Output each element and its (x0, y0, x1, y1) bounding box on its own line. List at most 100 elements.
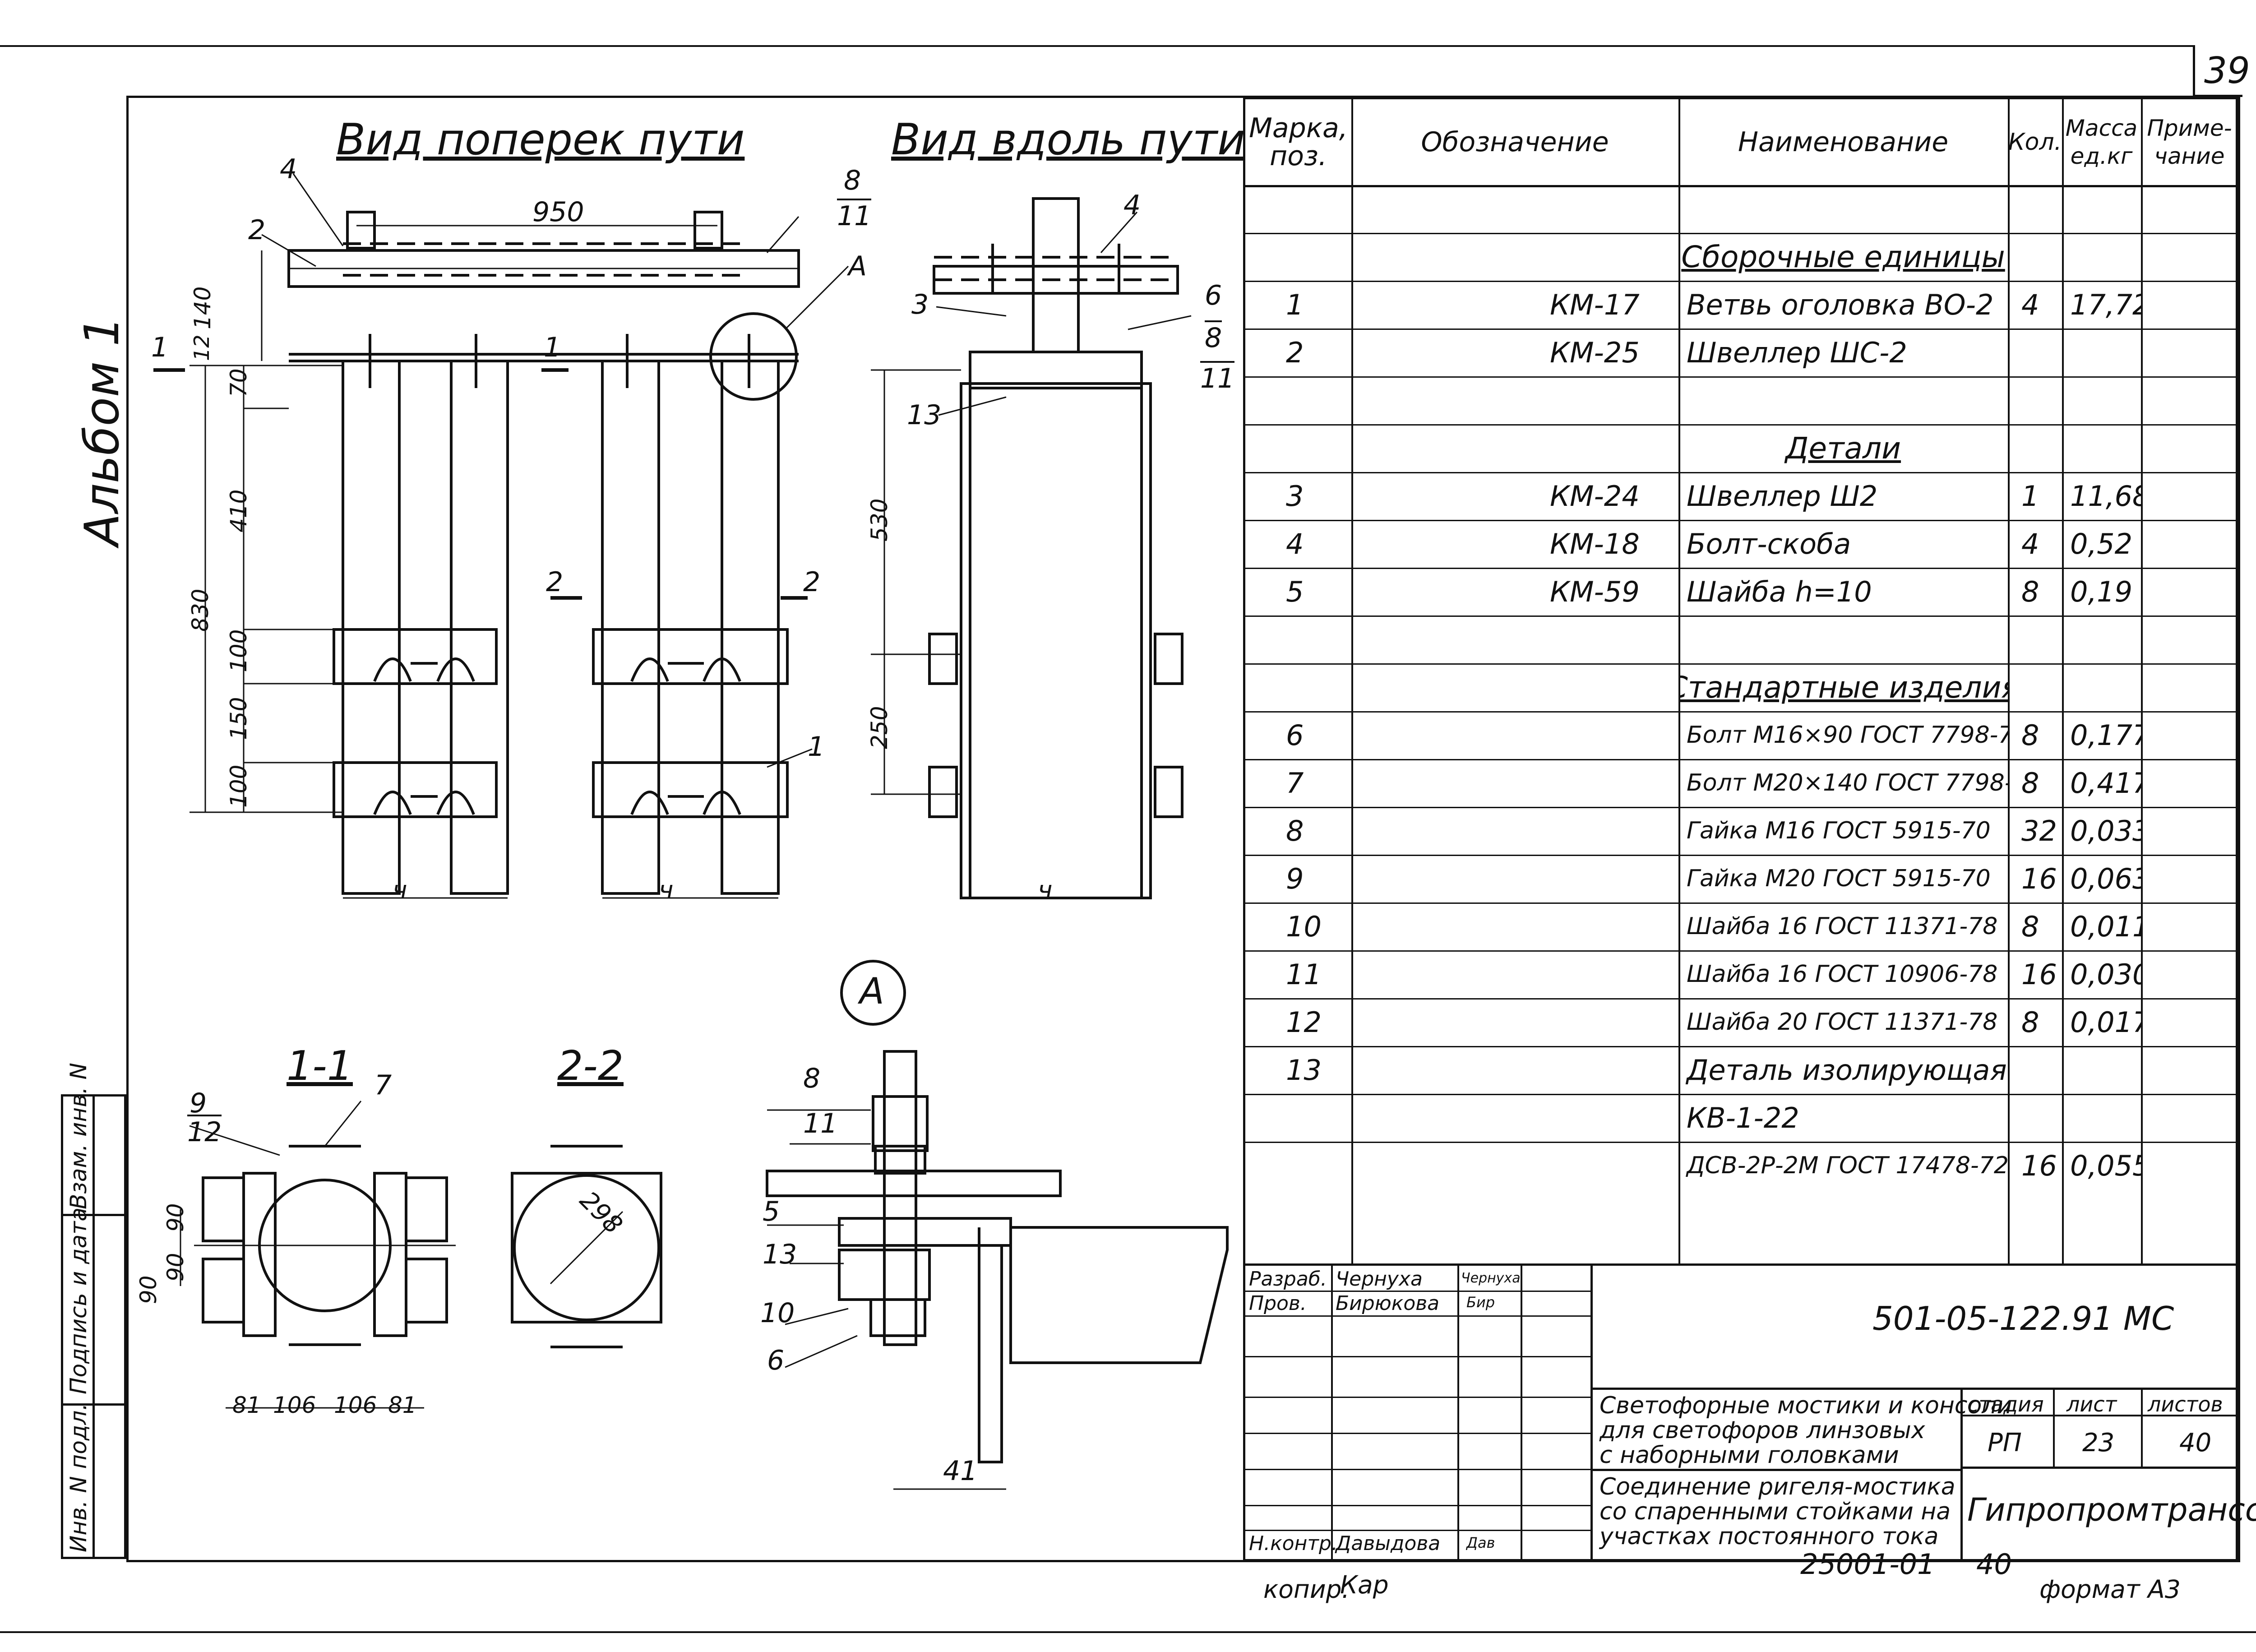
spec-cell-name: Швеллер Ш2 (1687, 479, 1878, 513)
spec-cell-note (2141, 998, 2238, 1046)
dim-106b: 106 (334, 1392, 377, 1418)
spec-cell-designation (1351, 1142, 1678, 1189)
spec-cell-mass (2062, 663, 2141, 711)
spec-cell-name: Гайка М20 ГОСТ 5915-70 (1687, 865, 1991, 892)
section-1-1 (180, 1101, 456, 1409)
spec-cell-qty: 32 (2021, 814, 2057, 847)
callout-4-left: 4 (280, 153, 297, 185)
project-title-line-1: Светофорные мостики и консоли (1600, 1392, 2012, 1419)
spec-cell-designation (1351, 711, 1678, 759)
spec-cell-note (2141, 472, 2238, 520)
callout-11-along: 11 (1200, 361, 1235, 394)
page-number: 39 (2204, 50, 2250, 92)
dim-81b: 81 (388, 1392, 417, 1418)
spec-cell-name (1678, 185, 2008, 233)
callout-8-along: 8 (1205, 320, 1222, 354)
dim-100b: 100 (226, 764, 252, 808)
spec-cell-designation (1351, 424, 1678, 472)
spec-cell-note (2141, 520, 2238, 568)
detail-callout-13: 13 (763, 1239, 797, 1270)
dim-90b: 90 (162, 1253, 189, 1282)
callout-2-cut-right: 2 (803, 566, 821, 598)
spec-cell-designation (1351, 663, 1678, 711)
razrab-label: Разраб. (1249, 1268, 1327, 1291)
spec-cell-note (2141, 759, 2238, 807)
spec-cell-name: Шайба 16 ГОСТ 11371-78 (1687, 913, 1998, 940)
spec-cell-qty: 16 (2021, 958, 2057, 991)
spec-cell-name (1678, 376, 2008, 424)
spec-cell-mass: 0,011 (2070, 910, 2141, 943)
dim-950: 950 (532, 196, 584, 228)
dim-12: 12 (190, 334, 214, 361)
spec-row (1245, 185, 2236, 234)
spec-cell-name: Болт М20×140 ГОСТ 7798-70 (1687, 769, 2008, 796)
spec-cell-mass (2062, 1046, 2141, 1094)
spec-cell-mark: 3 (1286, 479, 1304, 513)
spec-cell-name: Шайба 16 ГОСТ 10906-78 (1687, 961, 1998, 988)
spec-cell-qty: 16 (2021, 862, 2057, 895)
spec-cell-mark (1245, 424, 1351, 472)
dim-41: 41 (943, 1455, 978, 1487)
spec-cell-designation (1351, 902, 1678, 950)
spec-cell-note (2141, 711, 2238, 759)
spec-cell-designation: КМ-18 (1550, 527, 1640, 560)
callout-6: 6 (1205, 280, 1222, 311)
spec-cell-mass: 0,033 (2070, 814, 2141, 847)
spec-cell-name: Болт-скоба (1687, 527, 1851, 560)
callout-8: 8 (844, 165, 861, 196)
spec-cell-mark: 4 (1286, 527, 1304, 560)
section-2-2 (511, 1145, 662, 1348)
callout-2-cut-left: 2 (546, 566, 564, 598)
spec-cell-designation (1351, 1046, 1678, 1094)
spec-cell-mark: 7 (1286, 766, 1304, 800)
spec-cell-note (2141, 329, 2238, 376)
detail-callout-8: 8 (803, 1063, 821, 1094)
break-mark-2: ч (659, 875, 674, 904)
spec-cell-designation: КМ-25 (1550, 336, 1640, 369)
spec-cell-qty: 8 (2021, 575, 2039, 608)
spec-cell-mark (1245, 185, 1351, 233)
side-stamp (61, 1094, 126, 1559)
spec-cell-qty: 8 (2021, 1005, 2039, 1039)
spec-cell-note (2141, 663, 2238, 711)
top-trim-line (0, 45, 2193, 47)
project-title-line-2: для светофоров линзовых (1600, 1417, 1925, 1444)
callout-12: 12 (187, 1115, 222, 1148)
spec-cell-designation (1351, 998, 1678, 1046)
dim-70: 70 (226, 368, 252, 397)
bottom-trim-line (0, 1631, 2256, 1633)
spec-cell-mark (1245, 233, 1351, 281)
spec-cell-mass: 0,52 (2070, 527, 2133, 560)
detail-mark-a: A (860, 970, 884, 1012)
spec-cell-mark: 12 (1286, 1005, 1322, 1039)
spec-cell-qty: 8 (2021, 910, 2039, 943)
spec-cell-mark: 9 (1286, 862, 1304, 895)
stage-value: РП (1988, 1428, 2022, 1458)
doc-code: 501-05-122.91 МС (1872, 1300, 2174, 1337)
spec-cell-designation: КМ-24 (1550, 479, 1640, 513)
nkontr-name: Давыдова (1336, 1532, 1441, 1555)
spec-cell-designation (1351, 233, 1678, 281)
spec-cell-qty: 4 (2021, 288, 2039, 321)
spec-cell-note (2141, 424, 2238, 472)
break-mark-3: ч (1038, 875, 1053, 904)
copy-signature: Кар (1340, 1570, 1389, 1599)
header-qty: Кол. (2008, 129, 2062, 156)
spec-cell-name: Стандартные изделия (1678, 670, 2008, 705)
spec-cell-name: Болт М16×90 ГОСТ 7798-70 (1687, 722, 2008, 749)
spec-cell-name: Ветвь оголовка ВО-2 (1687, 288, 1994, 321)
callout-4-along: 4 (1123, 190, 1141, 221)
callout-1-cut-right: 1 (544, 332, 561, 363)
dim-100a: 100 (226, 629, 252, 672)
callout-9: 9 (190, 1087, 207, 1119)
spec-cell-note (2141, 615, 2238, 663)
title-section-2-2: 2-2 (557, 1042, 624, 1090)
